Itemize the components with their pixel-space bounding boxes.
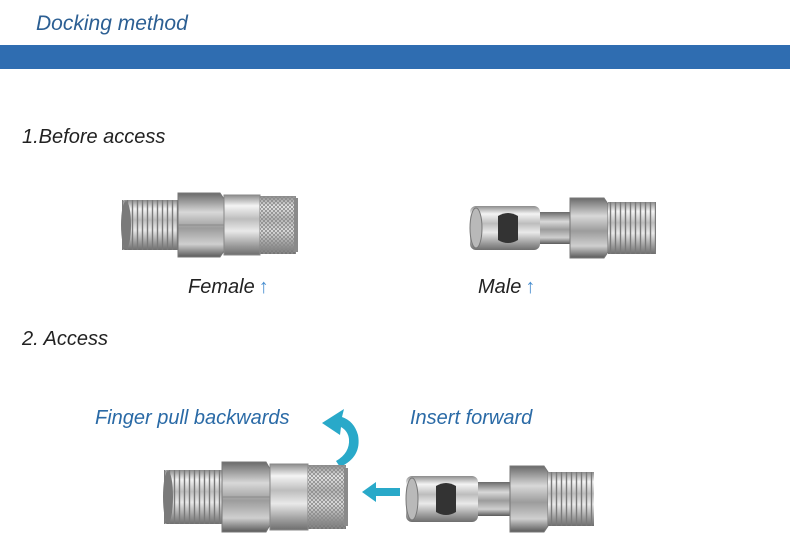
male-label: Male↑ — [478, 276, 536, 298]
male-plug-icon — [469, 197, 656, 259]
up-arrow-icon: ↑ — [525, 276, 536, 298]
header-bar — [0, 45, 790, 69]
male-plug-icon — [405, 465, 594, 533]
insert-forward-label: Insert forward — [410, 407, 533, 429]
step-2-title: 2. Access — [22, 328, 108, 350]
curved-arrow-icon — [322, 409, 359, 467]
left-arrow-icon — [362, 482, 400, 502]
step-1-title: 1.Before access — [22, 126, 166, 148]
female-coupler-icon — [163, 461, 348, 533]
page-title: Docking method — [36, 12, 188, 35]
female-coupler-icon — [121, 192, 298, 258]
up-arrow-icon: ↑ — [258, 276, 269, 298]
female-label: Female↑ — [188, 276, 269, 298]
finger-pull-label: Finger pull backwards — [95, 407, 290, 429]
